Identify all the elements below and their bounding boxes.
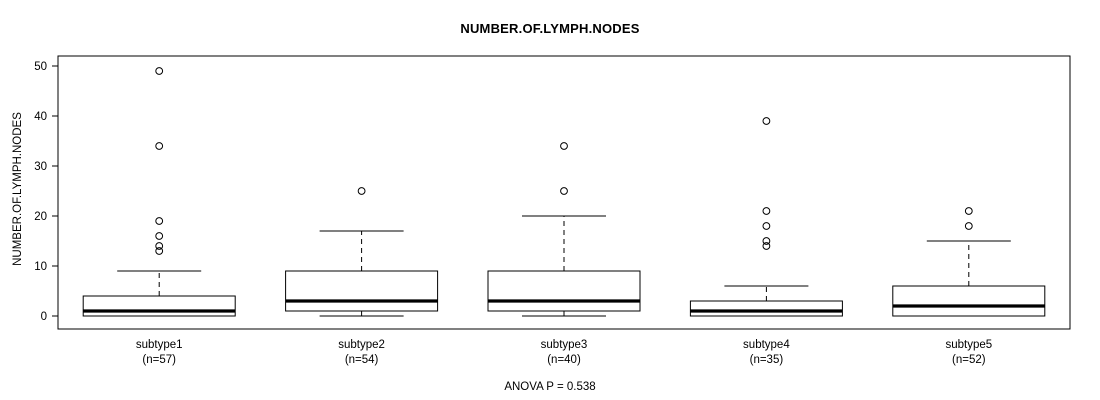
outlier-point [762,222,771,230]
y-axis-tick-label: 20 [34,211,47,223]
x-axis-category-count: (n=54) [345,354,379,366]
box-iqr [487,270,641,312]
x-axis-category-label: subtype2 [338,339,385,351]
x-axis-category-count: (n=52) [952,354,986,366]
outlier-point [762,117,771,125]
outlier-point [560,142,568,150]
anova-annotation: ANOVA P = 0.538 [504,381,596,393]
x-axis-category-label: subtype5 [945,339,992,351]
outlier-point [155,242,164,250]
y-axis-tick-label: 0 [41,311,47,323]
page-title: NUMBER.OF.LYMPH.NODES [460,21,640,36]
x-axis-category-count: (n=40) [547,354,581,366]
box-iqr [82,295,236,317]
outlier-point [762,237,771,245]
y-axis-tick-label: 50 [34,61,47,73]
outlier-point [964,207,973,215]
outlier-point [155,142,164,150]
outlier-point [560,187,568,195]
x-axis-category-label: subtype3 [541,339,588,351]
outlier-point [762,207,771,215]
outlier-point [762,242,771,250]
outlier-point [155,217,164,225]
y-axis-tick-label: 10 [34,261,47,273]
box-iqr [892,285,1046,317]
outlier-point [357,187,366,195]
x-axis-category-count: (n=35) [750,354,784,366]
boxplot-group-subtype3 [487,142,641,317]
boxplot-group-subtype2 [285,187,439,317]
y-axis-tick-label: 30 [34,161,47,173]
y-axis-tick-label: 40 [34,111,47,123]
boxplot-group-subtype1 [82,67,236,317]
outlier-point [964,222,973,230]
outlier-point [155,247,164,255]
outlier-point [155,67,164,75]
box-iqr [689,300,843,317]
x-axis-category-label: subtype4 [743,339,790,351]
outlier-point [155,232,164,240]
x-axis-category-count: (n=57) [142,354,176,366]
x-axis-category-label: subtype1 [136,339,183,351]
box-iqr [285,270,439,312]
boxplot-group-subtype5 [892,207,1046,317]
boxplot-group-subtype4 [689,117,843,317]
